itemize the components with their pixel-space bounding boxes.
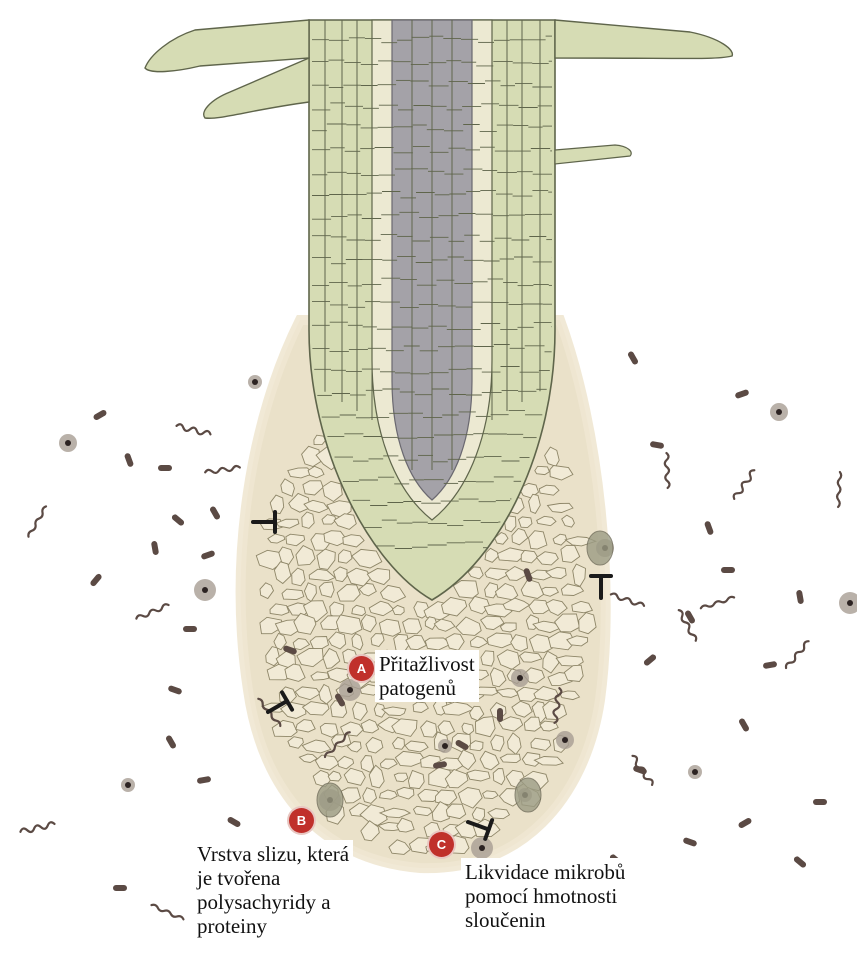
rod-bacterium-icon [497, 708, 503, 722]
spiral-bacterium-icon [785, 640, 811, 669]
label-c-line: Likvidace mikrobů [465, 860, 625, 884]
rod-bacterium-icon [124, 452, 134, 467]
cap-cell [414, 806, 433, 815]
rod-bacterium-icon [813, 799, 827, 805]
spiral-bacterium-icon [732, 469, 756, 501]
rod-bacterium-icon [167, 685, 182, 695]
cap-cell [467, 770, 490, 781]
rod-bacterium-icon [151, 541, 159, 556]
spore-core [125, 782, 131, 788]
marker-a-letter: A [357, 661, 366, 676]
spore-core [517, 675, 523, 681]
marker-b-icon: B [289, 808, 314, 833]
root-hair-left [145, 20, 309, 72]
spiral-bacterium-icon [664, 453, 669, 488]
rod-bacterium-icon [796, 590, 804, 605]
rod-bacterium-icon [682, 837, 697, 847]
spore-core [442, 743, 448, 749]
cap-cell [535, 466, 550, 474]
label-b-line: proteiny [197, 914, 349, 938]
spiral-bacterium-icon [610, 593, 644, 608]
rod-bacterium-icon [226, 816, 241, 828]
rod-bacterium-icon [738, 717, 750, 732]
spore-core [776, 409, 782, 415]
spore-core [347, 687, 353, 693]
rod-bacterium-icon [158, 465, 172, 471]
marker-c-letter: C [437, 837, 446, 852]
label-b-box: Vrstva slizu, která je tvořena polysachy… [193, 840, 353, 955]
rod-bacterium-icon [200, 550, 215, 560]
rod-bacterium-icon [92, 409, 107, 421]
spiral-bacterium-icon [20, 822, 55, 835]
spore-core [252, 379, 258, 385]
cap-cell [282, 589, 304, 600]
root-hair-right-small [555, 145, 631, 164]
rod-bacterium-icon [793, 855, 808, 869]
spore-core [202, 587, 208, 593]
spore-icon [317, 783, 343, 817]
rod-bacterium-icon [171, 513, 186, 527]
rod-bacterium-icon [89, 573, 103, 588]
rod-bacterium-icon [721, 567, 735, 573]
spiral-bacterium-icon [27, 506, 47, 538]
label-b-line: je tvořena [197, 866, 349, 890]
label-b-line: Vrstva slizu, která [197, 842, 349, 866]
label-a-line: Přitažlivost [379, 652, 475, 676]
spiral-bacterium-icon [136, 603, 170, 620]
marker-a-icon: A [349, 656, 374, 681]
spore-core [479, 845, 485, 851]
root-hair-right [555, 20, 732, 59]
cap-cell [403, 619, 422, 634]
rod-bacterium-icon [643, 653, 658, 667]
label-b-line: polysachyridy a [197, 890, 349, 914]
spiral-bacterium-icon [700, 596, 734, 610]
rod-bacterium-icon [650, 441, 665, 449]
spiral-bacterium-icon [837, 472, 842, 507]
rod-bacterium-icon [763, 661, 778, 669]
spore-core [847, 600, 853, 606]
label-a-line: patogenů [379, 676, 475, 700]
label-c-line: pomocí hmotnosti [465, 884, 625, 908]
label-c-line: sloučenin [465, 908, 625, 932]
spore-icon [587, 531, 613, 565]
cap-cell [519, 517, 533, 528]
rod-bacterium-icon [704, 520, 714, 535]
label-a-box: Přitažlivost patogenů [375, 650, 479, 702]
rod-bacterium-icon [734, 389, 749, 399]
rod-bacterium-icon [113, 885, 127, 891]
rod-bacterium-icon [209, 505, 221, 520]
spiral-bacterium-icon [151, 904, 184, 921]
rod-bacterium-icon [197, 776, 212, 784]
spiral-bacterium-icon [205, 466, 240, 475]
rod-bacterium-icon [737, 817, 752, 829]
marker-b-letter: B [297, 813, 306, 828]
rod-bacterium-icon [165, 734, 177, 749]
root-hair-left-lower [204, 58, 309, 118]
spore-core [562, 737, 568, 743]
rod-bacterium-icon [627, 350, 639, 365]
label-c-box: Likvidace mikrobů pomocí hmotnosti slouč… [461, 858, 629, 934]
spore-icon [515, 778, 541, 812]
spiral-bacterium-icon [176, 423, 211, 436]
root-body [145, 20, 732, 600]
marker-c-icon: C [429, 832, 454, 857]
rod-bacterium-icon [183, 626, 197, 632]
spore-core [692, 769, 698, 775]
spore-core [65, 440, 71, 446]
